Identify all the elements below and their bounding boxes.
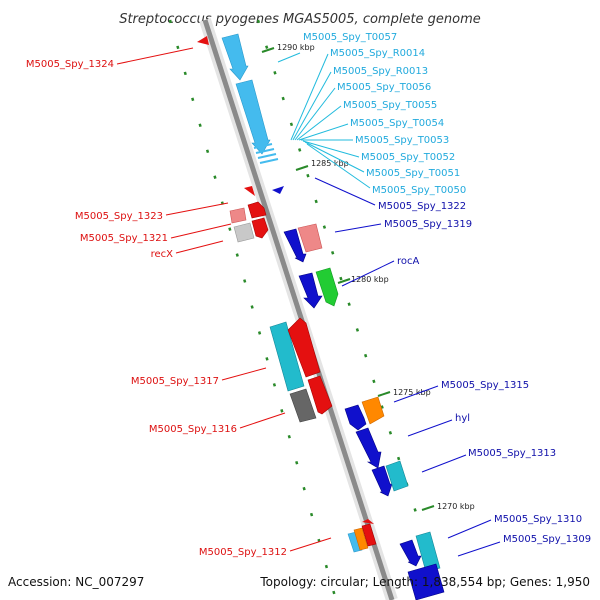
spy1312-gene-arrow[interactable] [347,531,363,553]
connector-spy1323 [165,202,229,216]
spy1316-gene-arrow[interactable] [287,317,321,378]
connector-spy1319 [334,223,382,233]
recx-gene-arrow[interactable] [233,222,255,243]
gene-label-t0051[interactable]: M5005_Spy_T0051 [366,168,460,179]
gene-label-recx[interactable]: recX [151,249,174,260]
connector-roca [341,260,395,287]
kbp-tick-mark [261,47,275,53]
connector-spy1316 [239,412,286,429]
connector-recx [175,240,224,254]
kbp-tick-label: 1290 kbp [277,43,315,52]
kbp-tick-mark [295,165,309,171]
kbp-tick-mark [421,505,435,511]
trna-gene-tick[interactable] [255,148,275,154]
kbp-tick-label: 1285 kbp [311,159,349,168]
accession-text: Accession: NC_007297 [8,575,144,589]
spy1310-gene-arrow[interactable] [399,539,422,567]
gene-label-t0056[interactable]: M5005_Spy_T0056 [337,82,431,93]
kbp-tick-label: 1280 kbp [351,275,389,284]
gene-label-spy1312[interactable]: M5005_Spy_1312 [199,547,287,558]
connector-r0014 [290,53,329,141]
gene-label-r0014[interactable]: M5005_Spy_R0014 [330,48,425,59]
connector-spy1324 [116,47,194,65]
gene-label-spy1316[interactable]: M5005_Spy_1316 [149,424,237,435]
kbp-tick-mark [337,278,351,284]
gene-label-roca[interactable]: rocA [397,256,420,267]
connector-t0056 [294,87,336,141]
gene-label-spy1322[interactable]: M5005_Spy_1322 [378,201,466,212]
roca-gene-arrow[interactable] [298,272,323,309]
spy1312b-gene-arrow[interactable] [353,527,369,551]
connector-spy1317 [221,367,267,381]
spy1319-gene-arrow[interactable] [283,228,307,263]
connector-spy1321 [170,223,232,239]
spy1322-marker[interactable] [272,186,284,194]
trna-gene-tick[interactable] [253,143,273,149]
kbp-tick-mark [377,391,391,397]
spy1308-gene-arrow[interactable] [407,563,445,600]
map-title: Streptococcus pyogenes MGAS5005, complet… [119,12,481,27]
hyl-gene-arrow[interactable] [355,427,382,469]
connector-r0013 [292,71,332,141]
spy1315b-gene-arrow[interactable] [361,396,385,425]
connector-spy1309 [457,541,501,557]
gene-label-t0054[interactable]: M5005_Spy_T0054 [350,118,444,129]
spy1323-gene-arrow[interactable] [229,207,247,224]
trna-gene-arrow[interactable] [235,79,271,155]
spy1324-marker[interactable] [197,36,209,45]
kbp-tick-label: 1275 kbp [393,388,431,397]
spy1312c-gene-arrow[interactable] [361,523,377,547]
connector-t0054 [298,123,349,141]
gene-label-spy1317[interactable]: M5005_Spy_1317 [131,376,219,387]
gene-label-t0050[interactable]: M5005_Spy_T0050 [372,185,466,196]
gene-label-hyl[interactable]: hyl [455,413,470,424]
gene-label-t0052[interactable]: M5005_Spy_T0052 [361,152,455,163]
spy1319b-gene-arrow[interactable] [297,223,323,253]
spy1316c-gene-arrow[interactable] [307,375,333,415]
spy1313-gene-arrow[interactable] [371,465,393,497]
connector-spy1313 [421,454,467,473]
spy1309-gene-arrow[interactable] [415,531,441,573]
gene-label-spy1310[interactable]: M5005_Spy_1310 [494,514,582,525]
roca-b-gene-arrow[interactable] [315,267,339,307]
trna-gene-tick[interactable] [259,158,279,164]
trna-gene-tick[interactable] [257,153,277,159]
trna-gene-arrow[interactable] [221,33,249,81]
spy1321-gene-arrow[interactable] [247,201,267,219]
gene-label-r0013[interactable]: M5005_Spy_R0013 [333,66,428,77]
kbp-tick-label: 1270 kbp [437,502,475,511]
genome-summary-text: Topology: circular; Length: 1,838,554 bp… [259,575,590,589]
gene-label-t0057[interactable]: M5005_Spy_T0057 [303,32,397,43]
connector-spy1312 [289,537,332,552]
spy1323-marker[interactable] [244,186,255,196]
connector-t0051 [304,141,365,173]
gene-label-spy1313[interactable]: M5005_Spy_1313 [468,448,556,459]
genome-backbone [202,19,395,600]
gene-label-t0053[interactable]: M5005_Spy_T0053 [355,135,449,146]
spy1315-gene-arrow[interactable] [344,404,367,431]
gene-label-spy1324[interactable]: M5005_Spy_1324 [26,59,114,70]
gene-label-spy1315[interactable]: M5005_Spy_1315 [441,380,529,391]
gene-label-spy1321[interactable]: M5005_Spy_1321 [80,233,168,244]
connector-spy1315 [393,385,439,403]
connector-t0057 [277,52,301,63]
gene-label-spy1323[interactable]: M5005_Spy_1323 [75,211,163,222]
connector-t0052 [302,140,360,158]
spy1312-marker[interactable] [362,519,374,524]
connector-hyl [407,419,453,437]
spy1321b-gene-arrow[interactable] [251,217,269,239]
spy1317-gene-arrow[interactable] [269,321,305,392]
connector-t0050 [306,143,371,189]
gene-label-t0055[interactable]: M5005_Spy_T0055 [343,100,437,111]
gene-label-spy1319[interactable]: M5005_Spy_1319 [384,219,472,230]
connector-spy1310 [447,519,492,539]
connector-t0055 [296,105,342,141]
spy1313b-gene-arrow[interactable] [385,460,409,492]
connector-spy1322 [314,177,376,206]
spy1316b-gene-arrow[interactable] [289,388,317,423]
gene-label-spy1309[interactable]: M5005_Spy_1309 [503,534,591,545]
